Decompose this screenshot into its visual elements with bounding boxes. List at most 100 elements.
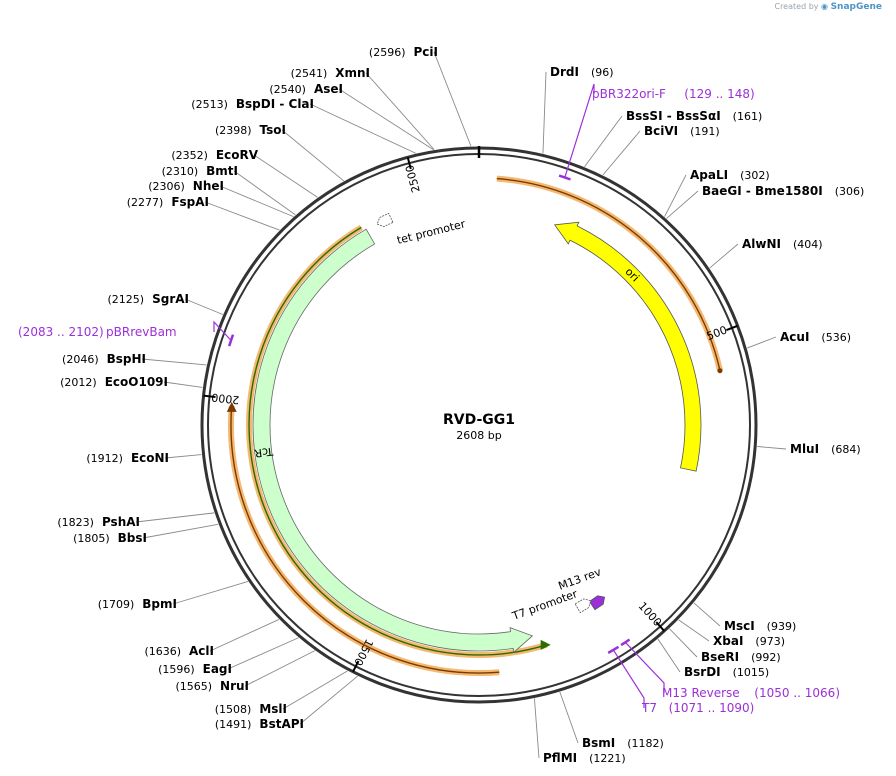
enzyme-leader bbox=[184, 298, 223, 315]
enzyme-site-nrui[interactable]: NruI(1565) bbox=[175, 650, 316, 693]
enzyme-site-drdi[interactable]: DrdI(96) bbox=[542, 65, 614, 154]
enzyme-position: (161) bbox=[733, 110, 763, 123]
enzyme-position: (191) bbox=[690, 125, 720, 138]
enzyme-site-pshai[interactable]: PshAI(1823) bbox=[57, 512, 215, 529]
enzyme-site-bsssi[interactable]: BssSI - BssSαI (161) bbox=[584, 109, 763, 167]
enzyme-site-bmti[interactable]: BmtI(2310) bbox=[162, 164, 296, 216]
enzyme-site-mlui[interactable]: MluI (684) bbox=[757, 442, 861, 456]
primer-m13-reverse[interactable]: M13 Reverse(1050 .. 1066) bbox=[620, 638, 840, 701]
primer-t7[interactable]: T7(1071 .. 1090) bbox=[607, 645, 755, 715]
primer-name: pBR322ori-F bbox=[592, 87, 666, 101]
enzyme-site-ecorv[interactable]: EcoRV (2352) bbox=[171, 148, 318, 198]
enzyme-position: (1912) bbox=[86, 452, 123, 465]
enzyme-name: EcoNI bbox=[131, 451, 169, 465]
enzyme-site-acli[interactable]: AclI(1636) bbox=[144, 619, 280, 658]
enzyme-name: MluI bbox=[790, 442, 819, 456]
enzyme-position: (1596) bbox=[158, 663, 195, 676]
enzyme-name: DrdI bbox=[550, 65, 579, 79]
enzyme-position: (1565) bbox=[175, 680, 212, 693]
plasmid-length: 2608 bp bbox=[456, 429, 501, 442]
enzyme-site-nhei[interactable]: NheI(2306) bbox=[148, 179, 294, 218]
enzyme-leader bbox=[309, 103, 416, 154]
enzyme-position: (2541) bbox=[291, 67, 328, 80]
enzyme-position: (939) bbox=[767, 620, 797, 633]
enzyme-position: (2398) bbox=[215, 124, 252, 137]
enzyme-site-pflmi[interactable]: PflMI(1221) bbox=[533, 698, 626, 765]
enzyme-leader bbox=[678, 619, 710, 642]
enzyme-site-bstapi[interactable]: BstAPI(1491) bbox=[215, 675, 358, 731]
tick-mark bbox=[726, 324, 738, 332]
enzyme-name: BpmI bbox=[142, 597, 177, 611]
enzyme-site-eagi[interactable]: EagI(1596) bbox=[158, 637, 299, 676]
enzyme-site-msli[interactable]: MslI(1508) bbox=[215, 670, 348, 716]
enzyme-leader bbox=[209, 619, 280, 652]
enzyme-position: (1221) bbox=[589, 752, 626, 765]
enzyme-name: TsoI bbox=[260, 123, 286, 137]
enzyme-position: (684) bbox=[831, 443, 861, 456]
enzyme-site-alwni[interactable]: AlwNI(404) bbox=[709, 237, 823, 269]
enzyme-name: FspAI bbox=[171, 195, 209, 209]
enzyme-site-xbai[interactable]: XbaI(973) bbox=[678, 619, 785, 648]
enzyme-site-econi[interactable]: EcoNI (1912) bbox=[86, 451, 202, 465]
enzyme-site-pcii[interactable]: PciI(2596) bbox=[369, 45, 472, 147]
enzyme-site-apali[interactable]: ApaLI (302) bbox=[664, 168, 770, 217]
enzyme-site-bsphi[interactable]: BspHI(2046) bbox=[62, 352, 207, 366]
enzyme-position: (404) bbox=[793, 238, 823, 251]
enzyme-name: BstAPI bbox=[259, 717, 304, 731]
tick-mark bbox=[406, 157, 412, 170]
primer-range: (129 .. 148) bbox=[684, 87, 754, 101]
enzyme-site-bcivi[interactable]: BciVI(191) bbox=[602, 124, 720, 176]
enzyme-site-bpmi[interactable]: BpmI(1709) bbox=[98, 580, 249, 611]
enzyme-leader bbox=[282, 670, 348, 710]
enzyme-position: (1182) bbox=[627, 737, 664, 750]
enzyme-site-sgrai[interactable]: SgrAI(2125) bbox=[108, 292, 223, 315]
enzyme-name: ApaLI bbox=[690, 168, 728, 182]
primer-pbrrevbam[interactable]: pBRrevBam(2083 .. 2102) bbox=[18, 320, 235, 347]
enzyme-leader bbox=[227, 637, 299, 670]
enzyme-leader bbox=[233, 170, 296, 216]
primer-binding-bar bbox=[607, 645, 620, 654]
primer-name: pBRrevBam bbox=[106, 325, 177, 339]
enzyme-position: (2352) bbox=[171, 149, 208, 162]
enzyme-site-bsmi[interactable]: BsmI(1182) bbox=[559, 691, 664, 750]
enzyme-site-fspai[interactable]: FspAI (2277) bbox=[127, 195, 280, 231]
enzyme-name: BbsI bbox=[118, 531, 147, 545]
enzyme-site-tsoi[interactable]: TsoI (2398) bbox=[215, 123, 345, 182]
enzyme-leader bbox=[602, 130, 641, 176]
enzyme-leader bbox=[338, 88, 434, 151]
enzyme-site-xmni[interactable]: XmnI(2541) bbox=[291, 66, 435, 150]
snapgene-logo-icon: ◉ bbox=[821, 2, 829, 11]
enzyme-site-asei[interactable]: AseI(2540) bbox=[269, 82, 434, 151]
enzyme-leader bbox=[299, 675, 358, 725]
enzyme-name: BmtI bbox=[206, 164, 238, 178]
enzyme-site-baegi[interactable]: BaeGI - Bme1580I(306) bbox=[666, 184, 865, 219]
enzyme-position: (302) bbox=[740, 169, 770, 182]
enzyme-position: (2277) bbox=[127, 196, 164, 209]
enzyme-site-bbsi[interactable]: BbsI(1805) bbox=[73, 523, 219, 545]
enzyme-site-bspdi[interactable]: BspDI - ClaI(2513) bbox=[191, 97, 416, 154]
enzyme-leader bbox=[559, 691, 579, 744]
enzyme-name: XbaI bbox=[713, 634, 743, 648]
snapgene-credit: Created by ◉ SnapGene bbox=[774, 2, 882, 12]
tick-label: 2500 bbox=[403, 164, 423, 194]
enzyme-leader bbox=[163, 381, 203, 388]
enzyme-site-acui[interactable]: AcuI(536) bbox=[747, 330, 851, 349]
enzyme-leader bbox=[664, 174, 687, 217]
t7-promoter-label: T7 promoter bbox=[510, 587, 580, 623]
t7-promoter-arrow bbox=[574, 598, 592, 614]
primer-pbr322ori-f[interactable]: pBR322ori-F (129 .. 148) bbox=[558, 83, 755, 181]
enzyme-site-bseri[interactable]: BseRI(992) bbox=[669, 628, 781, 664]
enzyme-site-bsrdi[interactable]: BsrDI(1015) bbox=[657, 638, 769, 679]
enzyme-name: EcoRV bbox=[216, 148, 259, 162]
enzyme-site-ecoo109i[interactable]: EcoO109I(2012) bbox=[60, 375, 203, 389]
primer-range: (1071 .. 1090) bbox=[669, 701, 755, 715]
enzyme-leader bbox=[542, 71, 547, 154]
enzyme-leader bbox=[666, 190, 699, 219]
enzyme-name: BspDI - ClaI bbox=[236, 97, 314, 111]
enzyme-name: BaeGI - Bme1580I bbox=[702, 184, 823, 198]
enzyme-leader bbox=[669, 628, 698, 658]
enzyme-site-msci[interactable]: MscI(939) bbox=[693, 602, 797, 633]
tick-mark bbox=[203, 394, 216, 398]
enzyme-name: BssSI - BssSαI bbox=[626, 109, 721, 123]
